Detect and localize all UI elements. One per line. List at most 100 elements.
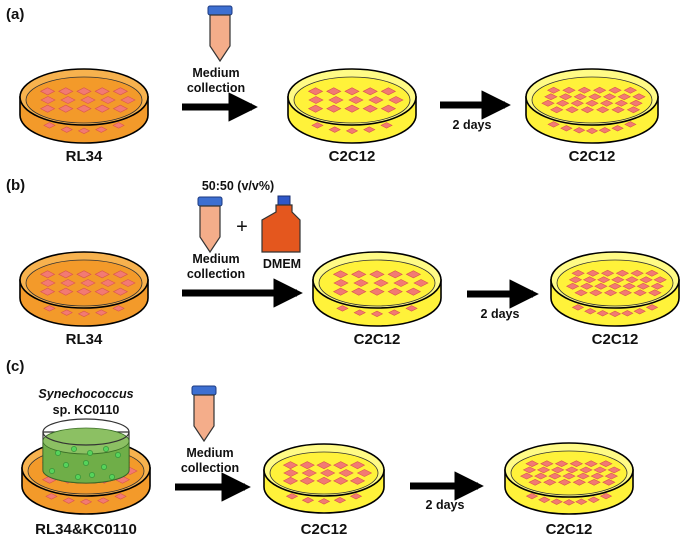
cell [562,472,576,480]
cell [534,472,548,480]
panel-c: (c) Synechococcus sp. KC0110 RL34&KC0110… [6,358,634,538]
cell [316,461,332,470]
cell [573,93,587,101]
cell [94,104,110,113]
conical-tube-icon [191,385,217,443]
arrow-label-line2: collection [187,267,245,281]
cell [40,96,56,104]
cell [338,469,354,477]
cell [60,96,76,104]
cyanobacteria-dot [71,446,77,452]
cell [557,478,572,486]
cyanobacteria-dot [109,474,115,480]
cell [579,466,593,474]
cell [43,305,56,312]
cell [525,460,539,468]
cell [622,282,636,290]
cell [584,460,598,468]
cell [608,282,622,290]
cell [388,309,401,316]
cell [650,282,665,290]
cell [551,466,565,474]
cell [43,122,56,129]
cyanobacteria-dot [49,468,55,474]
cell [550,498,563,505]
cell [362,104,378,113]
cell [572,478,586,486]
cell [307,87,324,96]
cell [97,497,110,504]
cell [571,304,585,311]
cell [77,127,91,135]
panel-b: (b) RL34 50:50 (v/v%) + DMEM Medium coll… [6,177,680,348]
cell [621,310,634,317]
cell [604,472,619,480]
cell [405,270,422,279]
cell [648,289,662,297]
cell [353,309,366,316]
cell [112,104,129,113]
insert-label-line1: Synechococcus [38,387,133,401]
cell [333,461,349,470]
cell [587,496,600,503]
cell [76,287,92,296]
cell [282,476,299,485]
cell [611,125,624,132]
cell [550,106,564,114]
cell [626,106,641,114]
cell [602,478,616,486]
petri-dish-icon [312,251,442,327]
cell [112,305,125,312]
cell [58,87,74,96]
cell [599,492,613,500]
cell [299,461,315,470]
cell [39,270,56,279]
cell [618,289,632,297]
arrow-label-line2: collection [187,81,245,95]
cell [349,476,366,485]
cell [405,287,422,296]
cell [607,466,621,474]
cell [76,87,92,96]
cell [571,269,585,277]
cell [120,96,136,104]
cell [62,497,75,504]
cell [585,127,599,135]
arrow-label-line1: Medium [192,66,239,80]
cyanobacteria-dot [101,464,107,470]
cell [597,276,611,284]
petri-dish-icon [504,442,634,515]
cell [593,466,607,474]
cell [577,86,591,94]
cell [311,122,324,129]
cell [282,461,299,470]
cell [45,493,58,500]
cell [112,270,129,279]
cell [570,99,584,107]
cyanobacteria-dot [75,474,81,480]
cell [332,287,349,296]
cell [575,498,588,505]
dish-caption: RL34 [66,331,103,348]
dish-caption: C2C12 [301,521,348,538]
cell [586,269,600,277]
dish-caption: RL34 [66,148,103,165]
cell [301,469,317,477]
bottle-label: DMEM [263,257,301,271]
cell [336,305,349,312]
medium-bottle-icon [261,195,301,253]
cell [599,460,613,468]
cell [536,466,551,474]
cell [528,478,542,486]
cell [602,93,617,101]
cell [58,270,74,279]
cell [588,93,602,101]
cell [573,127,586,134]
cell [349,493,363,500]
cell [80,279,96,287]
cell [548,472,562,480]
cell [615,269,630,277]
cell [307,104,324,113]
cell [554,460,569,468]
dish-caption: C2C12 [354,331,401,348]
